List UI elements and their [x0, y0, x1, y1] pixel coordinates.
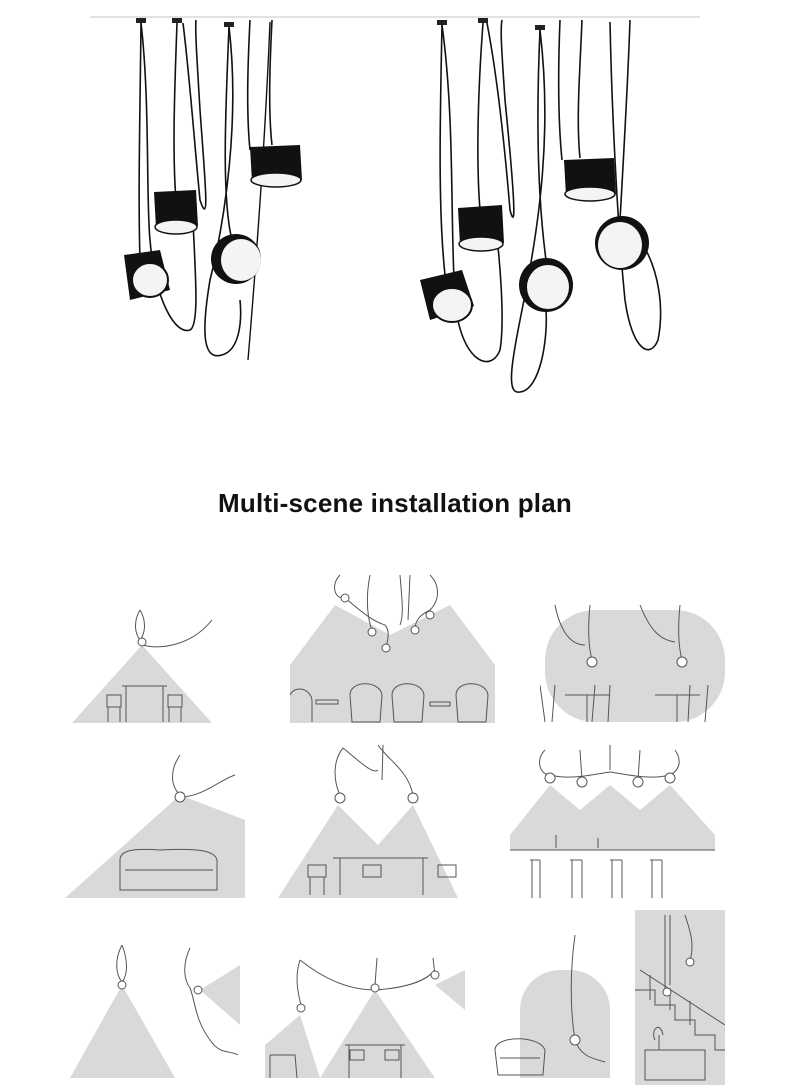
lamp-shade	[211, 234, 261, 284]
section-heading: Multi-scene installation plan	[218, 488, 572, 518]
scene-stairwell-lamps	[635, 910, 725, 1085]
lamp-shade	[595, 216, 649, 270]
scene-three-lamps-desk	[265, 950, 470, 1080]
lamp-shade	[420, 270, 474, 323]
scene-row-lamps-bar	[510, 740, 715, 900]
scene-two-lamps-cafe	[540, 600, 725, 725]
lamp-shade	[564, 158, 616, 202]
installation-scenes-grid	[0, 560, 790, 1091]
lamp-shade	[154, 190, 198, 235]
scene-two-wall-lamps	[70, 940, 240, 1080]
scene-cluster-lamps-armchairs	[290, 570, 495, 725]
lamp-shade	[124, 250, 170, 300]
lamp-shade	[250, 145, 302, 188]
scene-single-lamp-table	[72, 600, 212, 725]
scene-two-lamps-dining	[278, 740, 458, 900]
lamp-shade	[519, 258, 573, 312]
scene-lamp-over-sofa	[65, 750, 245, 900]
product-photo	[0, 0, 790, 420]
lamp-shade	[458, 205, 504, 252]
scene-floor-lamp-armchair	[490, 930, 610, 1080]
pendant-lamps-illustration	[90, 16, 700, 393]
